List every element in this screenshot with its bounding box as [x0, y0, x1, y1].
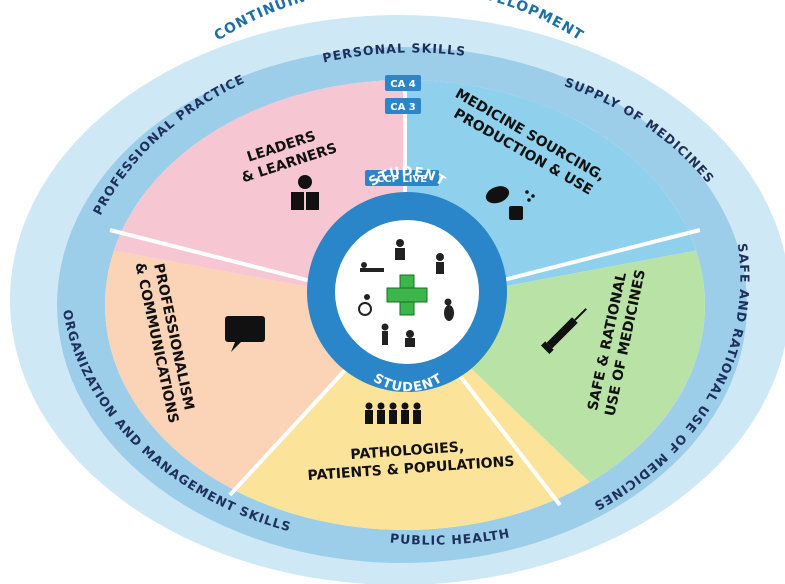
svg-text:CA 4: CA 4	[390, 79, 416, 90]
badge-ca3: CA 3	[385, 98, 421, 114]
people-icon	[365, 402, 421, 424]
svg-text:CA 3: CA 3	[390, 102, 416, 113]
pills-icon	[485, 186, 535, 220]
badge-ca4: CA 4	[385, 75, 421, 91]
medical-cross-icon	[386, 274, 428, 316]
elderly-icon	[381, 323, 389, 345]
reader-icon	[291, 175, 319, 210]
wheelchair-icon	[358, 294, 372, 316]
person-icon	[436, 253, 444, 274]
baby-icon	[405, 330, 415, 347]
badge-ccp-live: CCP LIVE	[365, 170, 439, 186]
doctor-icon	[395, 239, 405, 260]
svg-text:CCP LIVE: CCP LIVE	[377, 174, 427, 185]
speech-bubble-icon	[225, 316, 265, 352]
syringe-icon	[540, 308, 587, 355]
pregnant-icon	[444, 298, 454, 321]
patient-bed-icon	[360, 262, 384, 272]
